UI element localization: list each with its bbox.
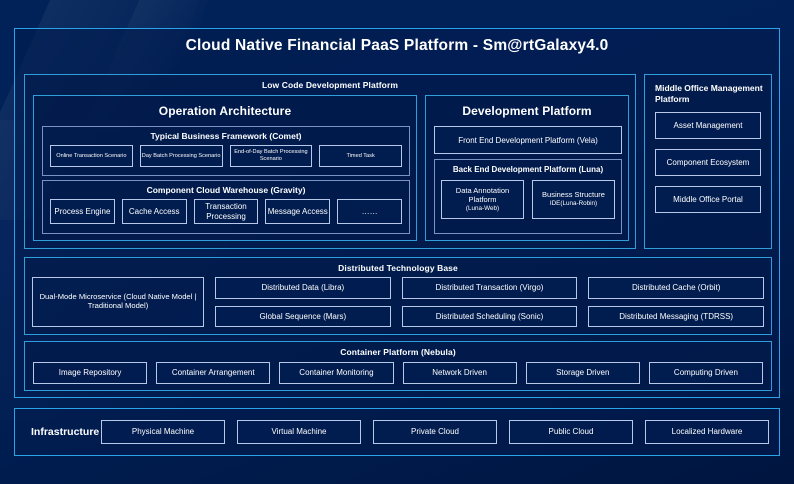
back-end-items: Data Annotation Platform (Luna-Web) Busi… <box>435 180 621 219</box>
chip-dual-mode-microservice[interactable]: Dual-Mode Microservice (Cloud Native Mod… <box>32 277 204 327</box>
chip-business-structure-ide-sub: IDE(Luna-Robin) <box>549 200 598 208</box>
chip-timed-task[interactable]: Timed Task <box>319 145 402 167</box>
chip-distributed-messaging[interactable]: Distributed Messaging (TDRSS) <box>588 305 765 327</box>
chip-online-transaction-scenario[interactable]: Online Transaction Scenario <box>50 145 133 167</box>
infrastructure-items: Physical Machine Virtual Machine Private… <box>101 420 769 444</box>
component-cloud-warehouse-items: Process Engine Cache Access Transaction … <box>43 199 409 224</box>
distributed-base-column-3: Distributed Cache (Orbit) Distributed Me… <box>588 277 765 327</box>
component-cloud-warehouse-title: Component Cloud Warehouse (Gravity) <box>146 185 306 195</box>
chip-middle-office-portal[interactable]: Middle Office Portal <box>655 185 761 213</box>
distributed-base-body: Dual-Mode Microservice (Cloud Native Mod… <box>25 273 771 327</box>
section-container-platform: Container Platform (Nebula) Image Reposi… <box>24 341 772 391</box>
distributed-base-column-2: Distributed Transaction (Virgo) Distribu… <box>401 277 578 327</box>
chip-physical-machine[interactable]: Physical Machine <box>101 420 225 444</box>
business-framework-title: Typical Business Framework (Comet) <box>150 131 302 141</box>
chip-message-access[interactable]: Message Access <box>265 199 331 224</box>
distributed-base-wide-column: Dual-Mode Microservice (Cloud Native Mod… <box>32 277 204 327</box>
chip-business-structure-ide[interactable]: Business Structure IDE(Luna-Robin) <box>532 180 615 219</box>
infrastructure-label: Infrastructure <box>31 426 100 438</box>
chip-computing-driven[interactable]: Computing Driven <box>648 362 764 384</box>
chip-cache-access[interactable]: Cache Access <box>121 199 187 224</box>
section-distributed-technology-base: Distributed Technology Base Dual-Mode Mi… <box>24 257 772 335</box>
chip-more-ellipsis[interactable]: …… <box>337 199 402 224</box>
chip-component-ecosystem[interactable]: Component Ecosystem <box>655 148 761 176</box>
chip-container-monitoring[interactable]: Container Monitoring <box>279 362 394 384</box>
chip-end-of-day-batch-processing-scenario[interactable]: End-of-Day Batch Processing Scenario <box>229 145 313 167</box>
chip-business-structure-ide-label: Business Structure <box>542 190 605 200</box>
low-code-title: Low Code Development Platform <box>261 80 399 90</box>
chip-transaction-processing[interactable]: Transaction Processing <box>193 199 259 224</box>
section-development-platform: Development Platform Front End Developme… <box>425 95 629 241</box>
chip-private-cloud[interactable]: Private Cloud <box>373 420 497 444</box>
back-end-title: Back End Development Platform (Luna) <box>452 165 604 174</box>
section-middle-office-management-platform: Middle Office Management Platform Asset … <box>644 74 772 249</box>
chip-day-batch-processing-scenario[interactable]: Day Batch Processing Scenario <box>139 145 223 167</box>
chip-distributed-data[interactable]: Distributed Data (Libra) <box>215 277 391 299</box>
development-platform-title: Development Platform <box>462 104 592 118</box>
chip-distributed-cache[interactable]: Distributed Cache (Orbit) <box>588 277 765 299</box>
section-low-code-development-platform: Low Code Development Platform Operation … <box>24 74 636 249</box>
chip-network-driven[interactable]: Network Driven <box>402 362 517 384</box>
middle-office-title: Middle Office Management Platform <box>655 83 763 105</box>
distributed-base-column-1: Distributed Data (Libra) Global Sequence… <box>215 277 391 327</box>
chip-virtual-machine[interactable]: Virtual Machine <box>237 420 361 444</box>
chip-front-end-development-platform[interactable]: Front End Development Platform (Vela) <box>434 126 622 154</box>
chip-global-sequence[interactable]: Global Sequence (Mars) <box>215 305 391 327</box>
middle-office-items: Asset Management Component Ecosystem Mid… <box>645 106 771 213</box>
operation-architecture-title: Operation Architecture <box>158 104 292 118</box>
container-platform-title: Container Platform (Nebula) <box>340 347 456 357</box>
chip-image-repository[interactable]: Image Repository <box>33 362 148 384</box>
chip-distributed-transaction[interactable]: Distributed Transaction (Virgo) <box>401 277 578 299</box>
group-component-cloud-warehouse: Component Cloud Warehouse (Gravity) Proc… <box>42 180 410 234</box>
container-platform-items: Image Repository Container Arrangement C… <box>25 362 771 384</box>
chip-data-annotation-platform-sub: (Luna-Web) <box>465 204 500 212</box>
group-back-end-development-platform: Back End Development Platform (Luna) Dat… <box>434 159 622 234</box>
page-title: Cloud Native Financial PaaS Platform - S… <box>185 37 609 54</box>
chip-localized-hardware[interactable]: Localized Hardware <box>645 420 769 444</box>
chip-container-arrangement[interactable]: Container Arrangement <box>156 362 271 384</box>
chip-asset-management[interactable]: Asset Management <box>655 111 761 139</box>
group-typical-business-framework: Typical Business Framework (Comet) Onlin… <box>42 126 410 176</box>
chip-public-cloud[interactable]: Public Cloud <box>509 420 633 444</box>
chip-data-annotation-platform[interactable]: Data Annotation Platform (Luna-Web) <box>441 180 524 219</box>
platform-panel: Cloud Native Financial PaaS Platform - S… <box>14 28 780 398</box>
section-operation-architecture: Operation Architecture Typical Business … <box>33 95 417 241</box>
chip-distributed-scheduling[interactable]: Distributed Scheduling (Sonic) <box>401 305 578 327</box>
chip-data-annotation-platform-label: Data Annotation Platform <box>455 185 510 204</box>
section-infrastructure: Infrastructure Physical Machine Virtual … <box>14 408 780 456</box>
chip-storage-driven[interactable]: Storage Driven <box>525 362 640 384</box>
distributed-base-title: Distributed Technology Base <box>338 263 458 273</box>
chip-process-engine[interactable]: Process Engine <box>50 199 115 224</box>
business-framework-items: Online Transaction Scenario Day Batch Pr… <box>43 145 409 167</box>
